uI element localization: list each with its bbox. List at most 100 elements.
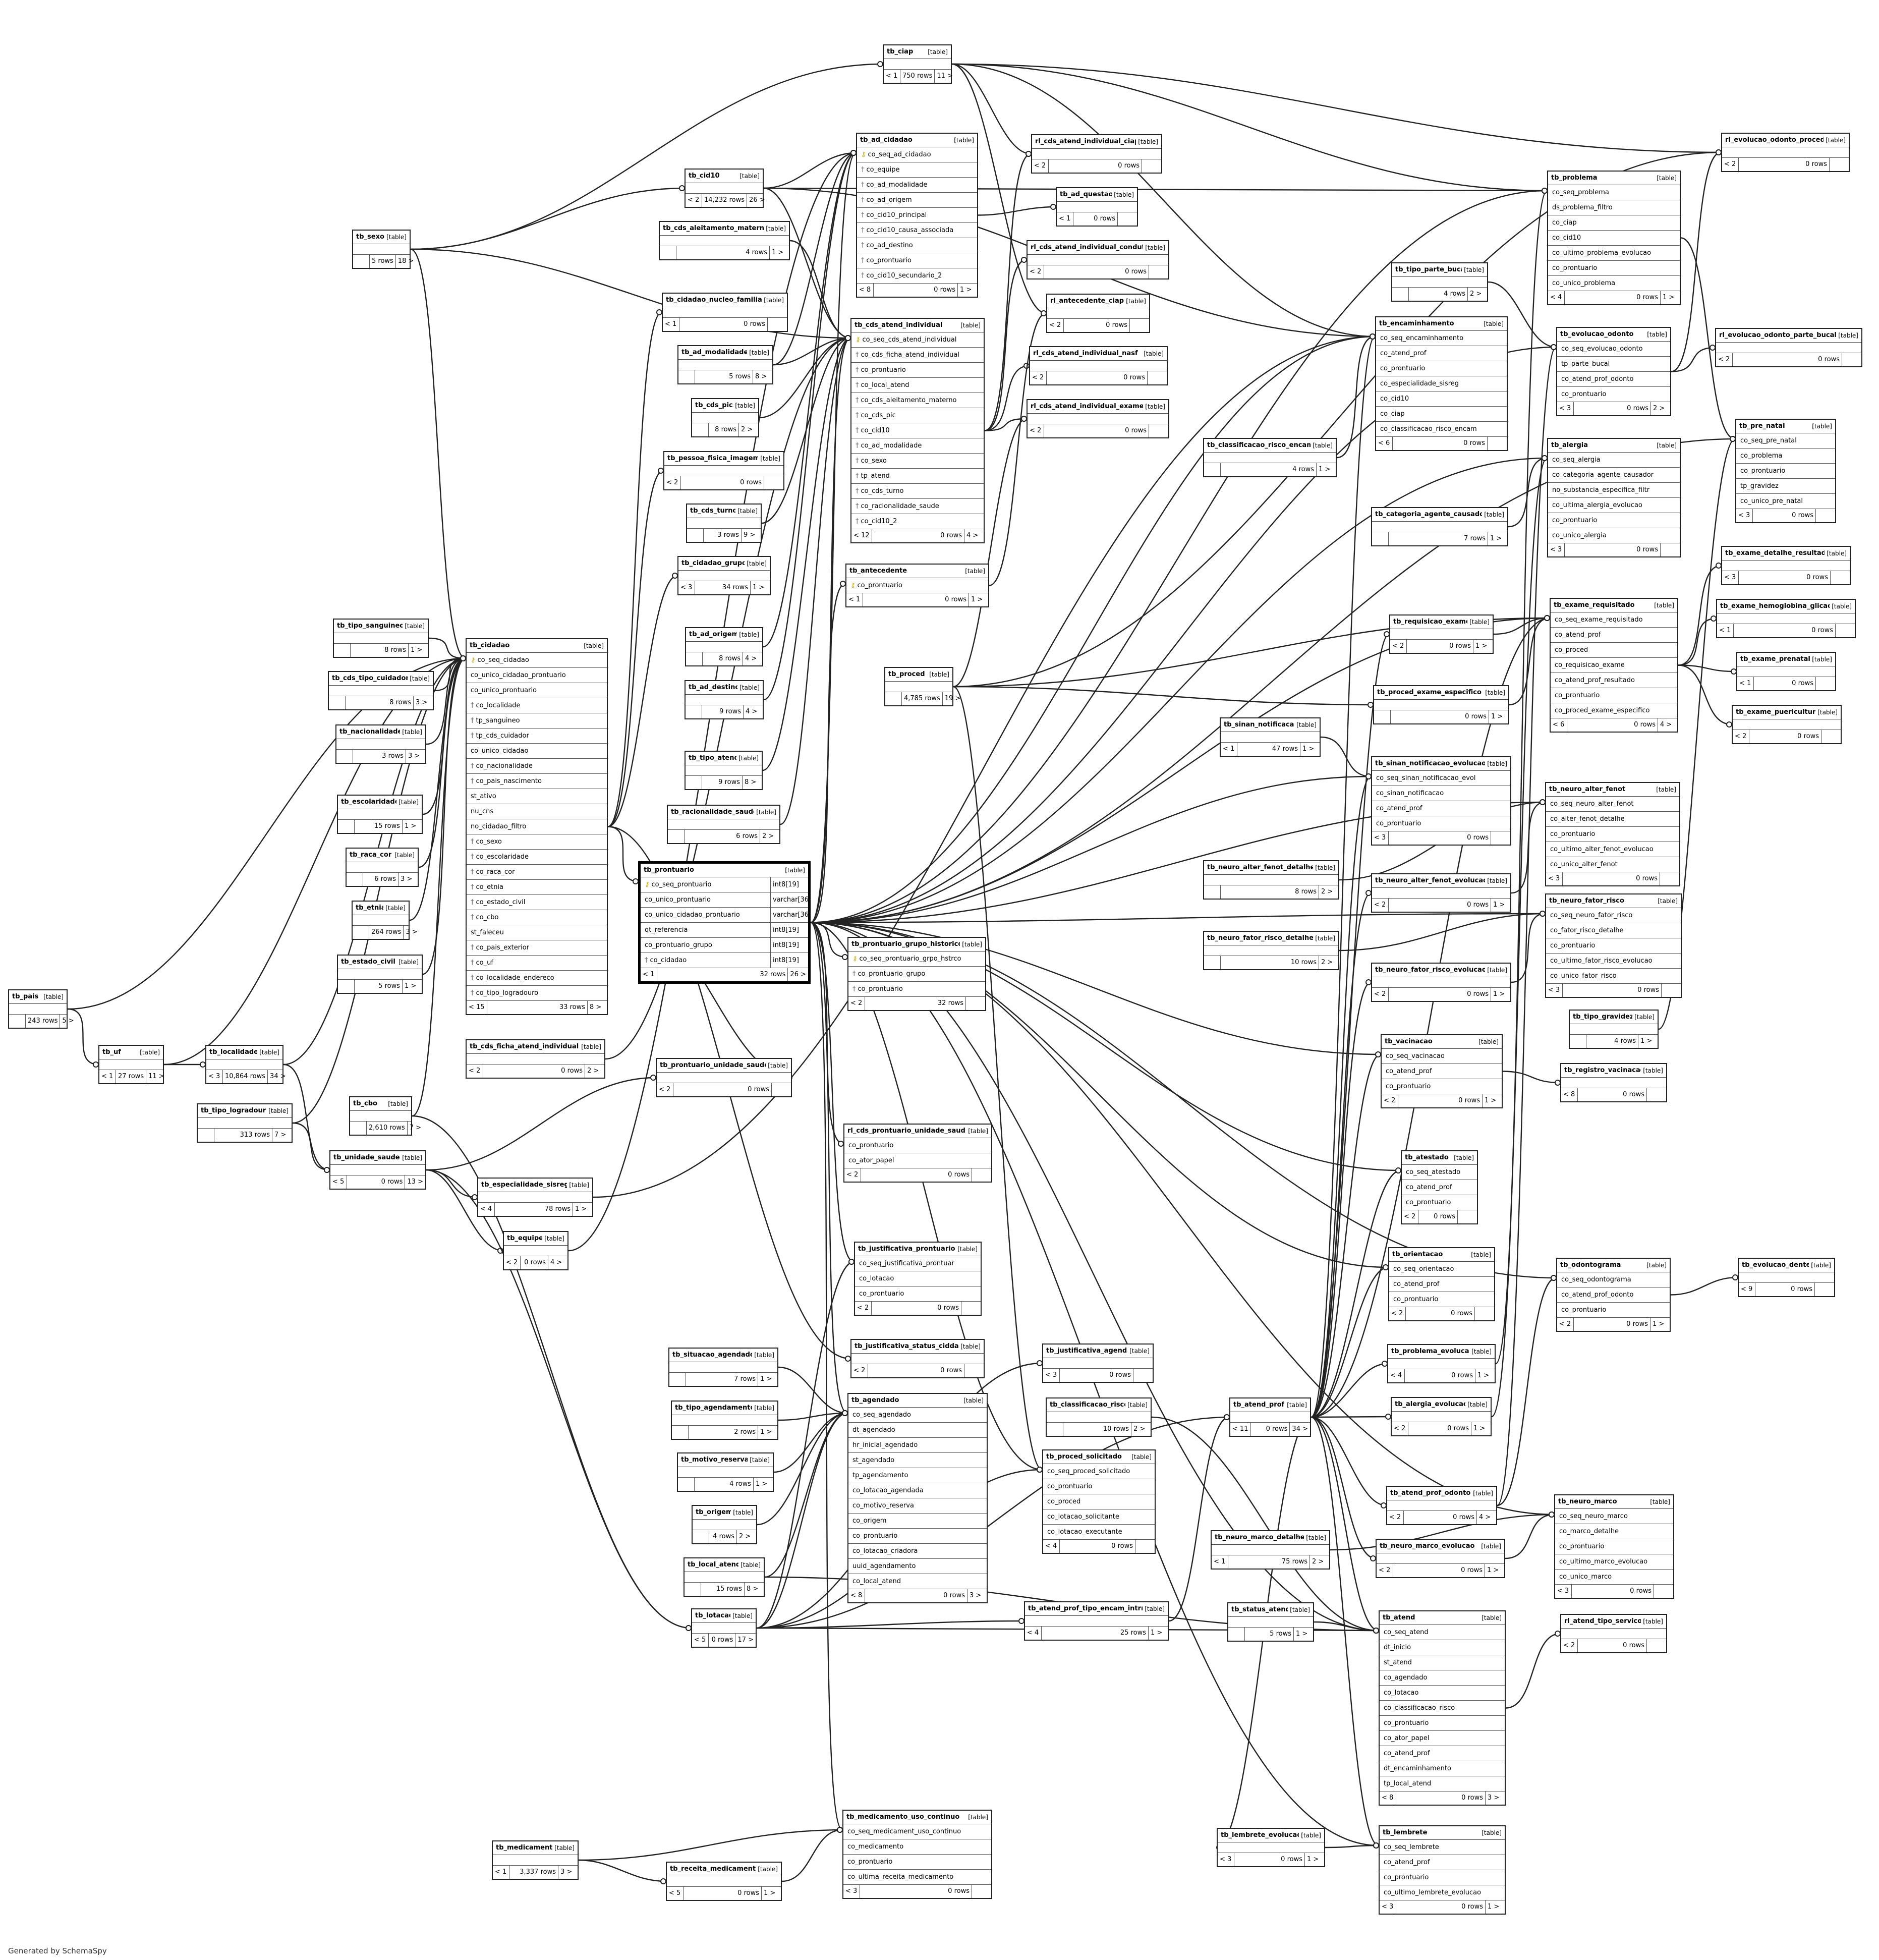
children-count[interactable]: [1135, 1540, 1155, 1553]
parents-count[interactable]: < 3: [206, 1070, 223, 1083]
children-count[interactable]: [1836, 624, 1855, 637]
table-tb-categoria-agente-causador[interactable]: tb_categoria_agente_causador[table]7 row…: [1371, 507, 1508, 546]
children-count[interactable]: 1 >: [1493, 990, 1505, 998]
table-tb-cds-atend-individual[interactable]: tb_cds_atend_individual[table]⚷co_seq_cd…: [850, 318, 985, 543]
children-count[interactable]: 1 >: [1663, 294, 1675, 301]
children-count[interactable]: 11 >: [937, 72, 953, 80]
children-count[interactable]: 8 >: [745, 778, 757, 786]
parents-count[interactable]: < 2: [1722, 158, 1739, 171]
parents-count[interactable]: < 1: [846, 593, 863, 606]
children-count[interactable]: 8 >: [755, 373, 767, 380]
parents-count[interactable]: [329, 696, 346, 709]
parents-count[interactable]: < 8: [848, 1589, 865, 1602]
children-count[interactable]: [1491, 831, 1510, 845]
children-count[interactable]: 1 >: [1296, 1630, 1308, 1638]
table-tb-prontuario-grupo-historico[interactable]: tb_prontuario_grupo_historico[table]⚷co_…: [847, 937, 986, 1011]
parents-count[interactable]: [353, 926, 369, 939]
children-count[interactable]: 1 >: [1319, 466, 1331, 473]
parents-count[interactable]: < 2: [1372, 988, 1389, 1001]
parents-count[interactable]: < 2: [1028, 265, 1044, 278]
children-count[interactable]: 1 >: [1490, 535, 1502, 542]
parents-count[interactable]: < 2: [851, 1364, 868, 1377]
parents-count[interactable]: < 5: [667, 1887, 684, 1900]
parents-count[interactable]: < 2: [467, 1065, 483, 1078]
parents-count[interactable]: < 2: [1030, 371, 1047, 384]
children-count[interactable]: 1 >: [971, 596, 983, 603]
children-count[interactable]: 1 >: [405, 982, 417, 990]
children-count[interactable]: 2 >: [1312, 1558, 1324, 1565]
children-count[interactable]: 1 >: [1485, 1097, 1497, 1104]
table-tb-proced-solicitado[interactable]: tb_proced_solicitado[table]co_seq_proced…: [1042, 1449, 1156, 1554]
parents-count[interactable]: < 2: [1557, 1318, 1574, 1331]
children-count[interactable]: 1 >: [405, 822, 417, 830]
parents-count[interactable]: < 3: [1548, 543, 1565, 556]
parents-count[interactable]: [692, 423, 709, 436]
parents-count[interactable]: < 1: [884, 70, 900, 83]
children-count[interactable]: 1 >: [1493, 901, 1505, 909]
parents-count[interactable]: [1047, 1423, 1063, 1436]
children-count[interactable]: 5 >: [62, 1017, 74, 1025]
children-count[interactable]: 1 >: [1151, 1629, 1163, 1637]
table-tb-classificacao-risco-encam[interactable]: tb_classificacao_risco_encam[table]4 row…: [1203, 438, 1337, 477]
children-count[interactable]: 2 >: [1321, 959, 1333, 966]
children-count[interactable]: [1133, 1369, 1153, 1382]
table-tb-atend-prof-tipo-encam-intrn[interactable]: tb_atend_prof_tipo_encam_intrn[table]< 4…: [1024, 1601, 1169, 1641]
parents-count[interactable]: [686, 776, 702, 789]
children-count[interactable]: [964, 1364, 984, 1377]
children-count[interactable]: [1475, 1307, 1494, 1320]
parents-count[interactable]: < 9: [1739, 1283, 1755, 1296]
parents-count[interactable]: < 6: [1376, 437, 1393, 450]
parents-count[interactable]: [660, 246, 676, 259]
children-count[interactable]: [772, 1083, 791, 1096]
parents-count[interactable]: [198, 1129, 214, 1142]
parents-count[interactable]: [338, 980, 355, 993]
children-count[interactable]: [1654, 1585, 1673, 1598]
children-count[interactable]: [1831, 571, 1850, 584]
children-count[interactable]: [764, 476, 783, 489]
parents-count[interactable]: < 2: [664, 476, 681, 489]
children-count[interactable]: [1458, 1210, 1477, 1223]
parents-count[interactable]: [685, 1583, 701, 1596]
parents-count[interactable]: < 2: [1561, 1639, 1578, 1652]
parents-count[interactable]: < 2: [1716, 353, 1733, 366]
parents-count[interactable]: < 4: [1388, 1369, 1405, 1382]
children-count[interactable]: 4 >: [745, 655, 757, 662]
children-count[interactable]: [966, 997, 985, 1010]
table-tb-evolucao-odonto[interactable]: tb_evolucao_odonto[table]co_seq_evolucao…: [1556, 327, 1671, 416]
table-tb-neuro-alter-fenot-detalhe[interactable]: tb_neuro_alter_fenot_detalhe[table]8 row…: [1203, 860, 1339, 900]
parents-count[interactable]: [687, 529, 704, 542]
parents-count[interactable]: < 15: [467, 1001, 487, 1014]
parents-count[interactable]: < 8: [857, 284, 874, 297]
children-count[interactable]: 1 >: [1491, 713, 1503, 720]
table-tb-medicamento-uso-continuo[interactable]: tb_medicamento_uso_continuo[table]co_seq…: [842, 1810, 992, 1899]
children-count[interactable]: 2 >: [762, 832, 774, 840]
